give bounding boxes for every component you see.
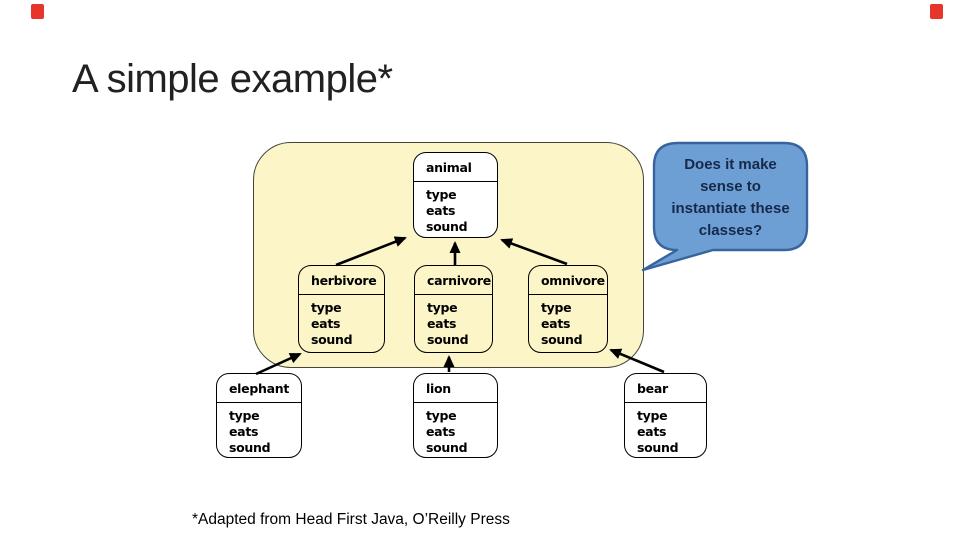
callout-line: sense to xyxy=(700,178,761,195)
class-attr: sound xyxy=(426,440,468,455)
class-attributes: type eats sound xyxy=(414,182,497,235)
class-attributes: type eats sound xyxy=(415,295,492,348)
class-attr: sound xyxy=(229,440,271,455)
class-attr: type xyxy=(426,187,457,202)
class-box-omnivore: omnivore type eats sound xyxy=(528,265,608,353)
class-attr: type xyxy=(541,300,572,315)
class-attr: type xyxy=(311,300,342,315)
class-attr: eats xyxy=(229,424,259,439)
footnote: *Adapted from Head First Java, O’Reilly … xyxy=(192,511,510,528)
class-box-lion: lion type eats sound xyxy=(413,373,498,458)
callout-line: Does it make xyxy=(684,156,777,173)
callout-line: classes? xyxy=(698,222,763,239)
class-attr: sound xyxy=(426,219,468,234)
red-corner-marker-left-icon xyxy=(31,4,44,19)
class-name: animal xyxy=(414,153,497,182)
class-name: carnivore xyxy=(415,266,492,295)
red-corner-marker-right-icon xyxy=(930,4,943,19)
class-name: lion xyxy=(414,374,497,403)
class-attributes: type eats sound xyxy=(414,403,497,456)
class-box-animal: animal type eats sound xyxy=(413,152,498,238)
class-attr: sound xyxy=(637,440,679,455)
class-attr: eats xyxy=(541,316,571,331)
class-attr: sound xyxy=(541,332,583,347)
class-attr: eats xyxy=(426,424,456,439)
class-name: herbivore xyxy=(299,266,384,295)
class-name: bear xyxy=(625,374,706,403)
class-box-carnivore: carnivore type eats sound xyxy=(414,265,493,353)
class-box-herbivore: herbivore type eats sound xyxy=(298,265,385,353)
class-attr: type xyxy=(426,408,457,423)
class-name: elephant xyxy=(217,374,301,403)
class-attr: eats xyxy=(311,316,341,331)
callout-line: instantiate these xyxy=(671,200,790,217)
class-attr: type xyxy=(427,300,458,315)
class-attr: sound xyxy=(311,332,353,347)
class-attr: eats xyxy=(637,424,667,439)
class-attr: sound xyxy=(427,332,469,347)
class-attr: eats xyxy=(426,203,456,218)
class-box-bear: bear type eats sound xyxy=(624,373,707,458)
class-attributes: type eats sound xyxy=(217,403,301,456)
class-attr: type xyxy=(637,408,668,423)
callout-text: Does it make sense to instantiate these … xyxy=(654,154,807,242)
class-box-elephant: elephant type eats sound xyxy=(216,373,302,458)
class-attr: eats xyxy=(427,316,457,331)
class-attributes: type eats sound xyxy=(529,295,607,348)
page-title: A simple example* xyxy=(72,57,393,101)
class-attributes: type eats sound xyxy=(625,403,706,456)
class-attributes: type eats sound xyxy=(299,295,384,348)
class-name: omnivore xyxy=(529,266,607,295)
class-attr: type xyxy=(229,408,260,423)
